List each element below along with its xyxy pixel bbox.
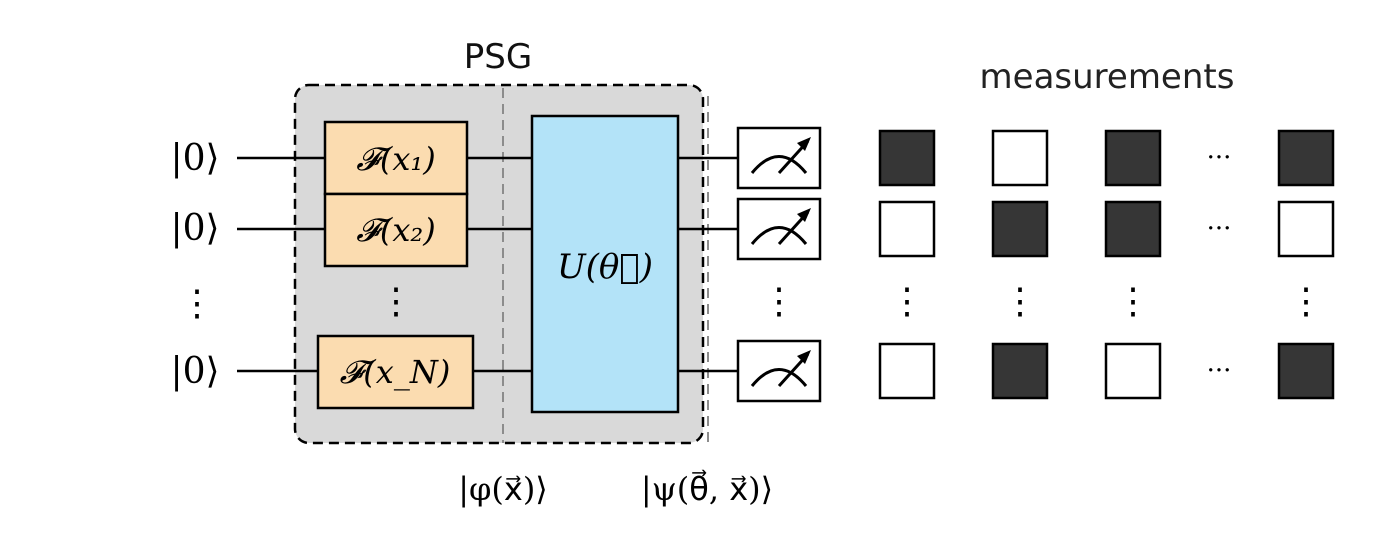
- psg-label: PSG: [464, 37, 532, 77]
- input-ket-3: |0⟩: [170, 351, 219, 392]
- encoder-gate-3: [316, 334, 475, 410]
- measurement-square-filled-r3-c4: [1277, 342, 1335, 400]
- meter-3-gauge-icon: [750, 368, 808, 387]
- encoder-gate-3-label: 𝓕(x_N): [340, 353, 451, 391]
- encoder-gate-1: [323, 120, 469, 196]
- state-psi-label: |ψ(θ⃗, x⃗)⟩: [641, 469, 773, 508]
- grid-col-1-vertical-ellipsis: ⋮: [889, 281, 925, 322]
- grid-row-2-ellipsis: ···: [1207, 214, 1232, 244]
- grid-row-3-ellipsis: ···: [1207, 356, 1232, 386]
- measurement-square-filled-r2-c2: [991, 200, 1049, 258]
- unitary-gate: [530, 114, 680, 414]
- grid-col-2-vertical-ellipsis: ⋮: [1002, 281, 1038, 322]
- measurements-label: measurements: [980, 57, 1235, 97]
- measurement-square-filled-r3-c2: [991, 342, 1049, 400]
- measurement-square-filled-r2-c3: [1104, 200, 1162, 258]
- grid-col-3-vertical-ellipsis: ⋮: [1115, 281, 1151, 322]
- encoder-gate-1-label: 𝓕(x₁): [356, 140, 435, 178]
- meter-vertical-ellipsis: ⋮: [761, 281, 797, 322]
- grid-row-1-ellipsis: ···: [1207, 143, 1232, 173]
- encoder-gate-2-label: 𝓕(x₂): [356, 211, 435, 249]
- meter-1-arrowhead-icon: [797, 137, 811, 151]
- unitary-gate-label: U(θ⃗): [557, 247, 653, 287]
- measurement-square-empty-r1-c2: [991, 129, 1049, 187]
- measurement-square-empty-r2-c1: [878, 200, 936, 258]
- measurement-square-filled-r1-c1: [878, 129, 936, 187]
- meter-2-box: [736, 197, 822, 261]
- meter-2-gauge-icon: [750, 226, 808, 245]
- measurement-square-filled-r1-c4: [1277, 129, 1335, 187]
- input-ket-2: |0⟩: [170, 208, 219, 249]
- measurement-square-empty-r2-c4: [1277, 200, 1335, 258]
- meter-3-arrowhead-icon: [797, 350, 811, 364]
- state-phi-label: |φ(x⃗)⟩: [458, 470, 548, 508]
- meter-2-arrowhead-icon: [797, 208, 811, 222]
- encoder-vertical-ellipsis: ⋮: [378, 281, 414, 322]
- grid-col-4-vertical-ellipsis: ⋮: [1288, 281, 1324, 322]
- measurement-grid: [878, 129, 1335, 400]
- encoder-gate-2: [323, 192, 469, 268]
- input-ket-1: |0⟩: [170, 138, 219, 179]
- meter-2: [736, 197, 822, 261]
- measurement-square-empty-r3-c3: [1104, 342, 1162, 400]
- measurement-square-empty-r3-c1: [878, 342, 936, 400]
- meter-1-gauge-icon: [750, 155, 808, 174]
- measurement-square-filled-r1-c3: [1104, 129, 1162, 187]
- wires: [237, 156, 738, 373]
- meter-3: [736, 339, 822, 403]
- meter-1: [736, 126, 822, 190]
- input-vertical-ellipsis: ⋮: [179, 283, 215, 324]
